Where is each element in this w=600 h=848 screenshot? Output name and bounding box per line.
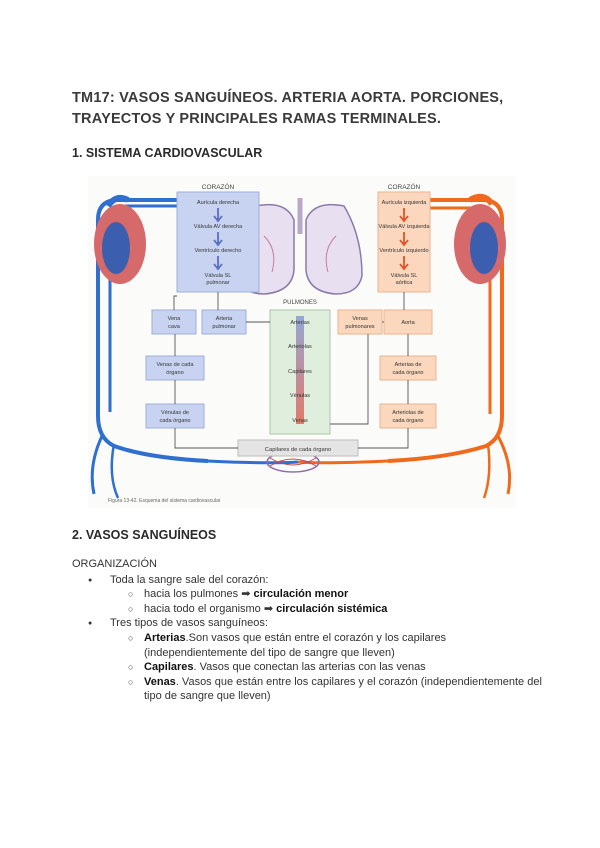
section-heading-vasos: 2. VASOS SANGUÍNEOS	[72, 528, 217, 542]
vena-cava-label: Vena	[168, 316, 182, 322]
svg-text:pulmonar: pulmonar	[212, 324, 235, 330]
bullet-circulacion-sistemica: hacia todo el organismo ➡ circulación si…	[72, 602, 542, 617]
bullet-capilares: Capilares. Vasos que conectan las arteri…	[72, 660, 542, 675]
pulmonary-artery-label: Arteria	[216, 316, 233, 322]
organ-veins-label: Venas de cada	[156, 362, 194, 368]
lung-arteries-label: Arterias	[290, 320, 309, 326]
left-heart-illustration	[454, 193, 506, 284]
organ-venules-label: Vénulas de	[161, 410, 189, 416]
bullet-circulacion-menor: hacia los pulmones ➡ circulación menor	[72, 587, 542, 602]
lung-veins-label: Venas	[292, 418, 308, 424]
section-heading-cardiovascular: 1. SISTEMA CARDIOVASCULAR	[72, 146, 263, 160]
svg-text:cada órgano: cada órgano	[392, 370, 423, 376]
svg-text:aórtica: aórtica	[396, 280, 414, 286]
svg-text:cava: cava	[168, 324, 181, 330]
left-heart-header: CORAZÓN	[202, 182, 235, 191]
right-ventricle-label: Ventrículo derecho	[195, 248, 242, 254]
organ-capillaries-label: Capilares de cada órgano	[265, 447, 331, 453]
right-heart-illustration	[94, 195, 146, 284]
lung-capillaries-label: Capilares	[288, 369, 312, 375]
organization-content: ORGANIZACIÓN Toda la sangre sale del cor…	[72, 557, 542, 704]
cardiovascular-diagram: CORAZÓN Aurícula derecha Válvula AV dere…	[88, 176, 516, 508]
bullet-arterias: Arterias.Son vasos que están entre el co…	[72, 631, 542, 660]
organization-label: ORGANIZACIÓN	[72, 558, 157, 570]
bullet-venas: Venas. Vasos que están entre los capilar…	[72, 675, 542, 704]
left-atrium-label: Aurícula izquierda	[382, 200, 428, 206]
right-atrium-label: Aurícula derecha	[197, 200, 240, 206]
svg-text:pulmonar: pulmonar	[206, 280, 229, 286]
svg-text:órgano: órgano	[166, 370, 183, 376]
aorta-label: Aorta	[401, 320, 415, 326]
bullet-tipos-vasos: Tres tipos de vasos sanguíneos:	[72, 616, 542, 631]
organ-arteries-label: Arterias de	[394, 362, 421, 368]
page-title: TM17: VASOS SANGUÍNEOS. ARTERIA AORTA. P…	[72, 90, 504, 127]
svg-text:pulmonares: pulmonares	[345, 324, 374, 330]
bullet-sangre: Toda la sangre sale del corazón:	[72, 573, 542, 588]
mitral-valve-label: Válvula AV izquierda	[379, 224, 431, 230]
aortic-valve-label: Válvula SL	[391, 273, 418, 279]
lungs-header: PULMONES	[283, 300, 317, 306]
tricuspid-valve-label: Válvula AV derecha	[194, 224, 243, 230]
left-heart-header-right: CORAZÓN	[388, 182, 421, 191]
pulmonary-veins-label: Venas	[352, 316, 368, 322]
pulmonary-valve-label: Válvula SL	[205, 273, 232, 279]
svg-text:cada órgano: cada órgano	[159, 418, 190, 424]
svg-text:cada órgano: cada órgano	[392, 418, 423, 424]
lung-arterioles-label: Arteriolas	[288, 344, 312, 350]
organ-arterioles-label: Arteriolas de	[392, 410, 423, 416]
lung-venules-label: Vénulas	[290, 393, 310, 399]
figure-caption: Figura 13-42. Esquema del sistema cardio…	[108, 498, 221, 504]
left-ventricle-label: Ventrículo izquierdo	[379, 248, 428, 254]
